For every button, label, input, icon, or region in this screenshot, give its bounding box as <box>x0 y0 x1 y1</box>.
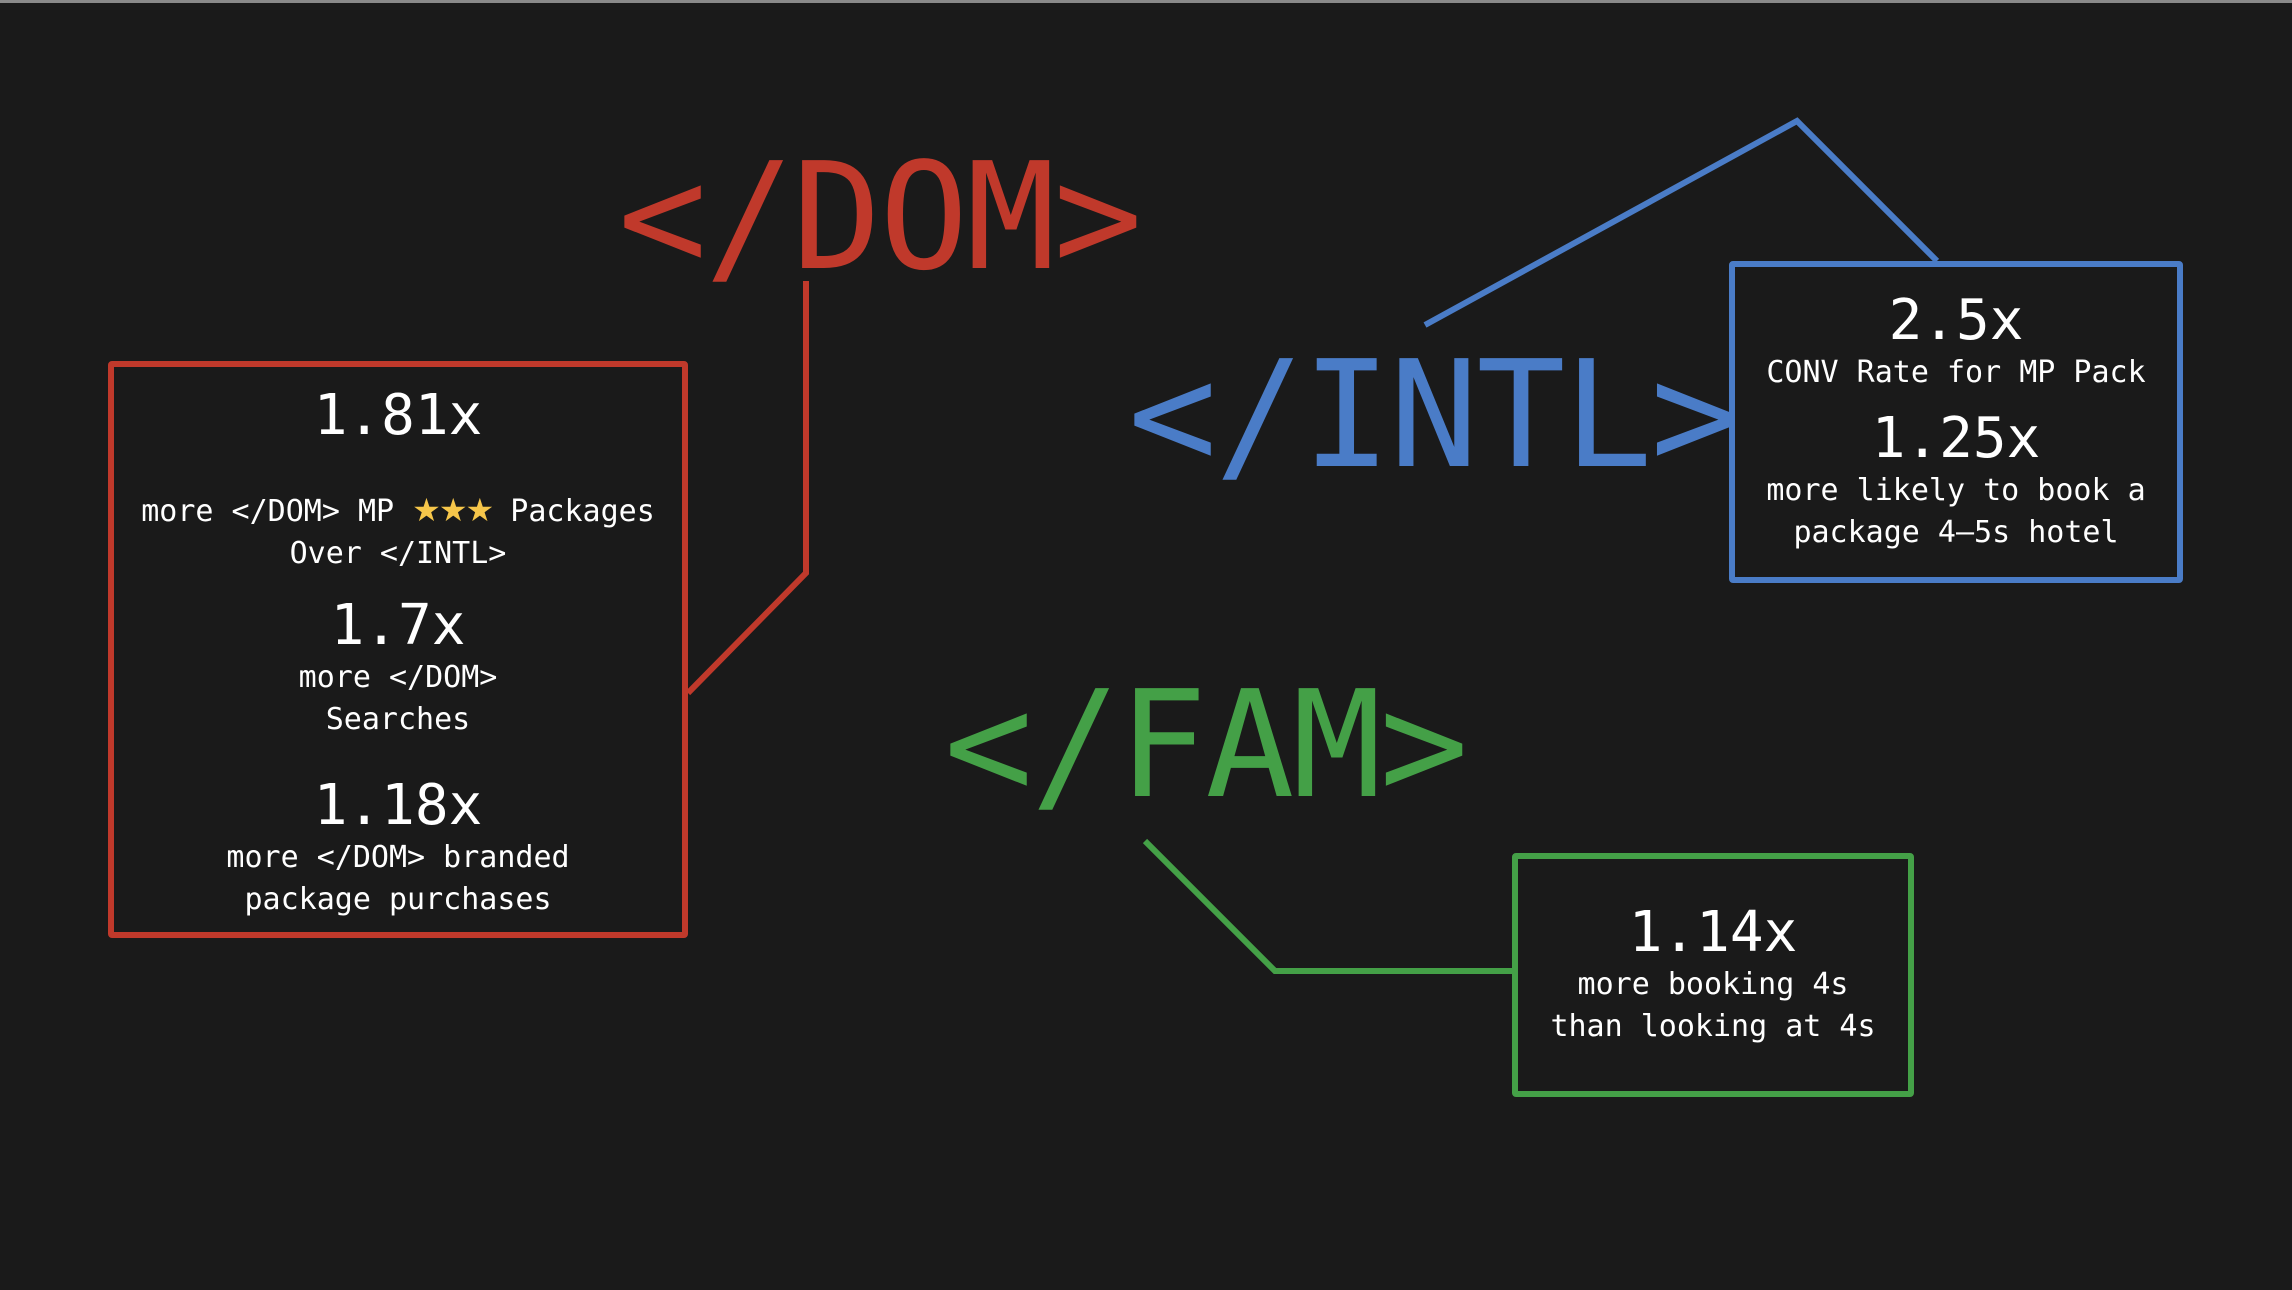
stat-value: 1.18x <box>313 772 483 838</box>
stat-description: more </DOM> Searches <box>298 659 498 737</box>
dom-stat-3: 1.18x more </DOM> branded package purcha… <box>226 772 570 921</box>
stat-description: Over </INTL> <box>289 535 507 571</box>
connector-lines <box>685 117 1940 974</box>
dom-heading: </DOM> <box>618 131 1143 303</box>
stat-value: 1.25x <box>1871 406 2041 471</box>
stat-description: more booking 4s than looking at 4s <box>1550 967 1876 1044</box>
stat-description: more </DOM> MP ★★★ Packages <box>141 447 655 533</box>
stat-description-text: more </DOM> MP <box>141 493 413 529</box>
fam-heading: </FAM> <box>944 659 1469 831</box>
fam-stat-1: 1.14x more booking 4s than looking at 4s <box>1550 902 1875 1048</box>
dom-stats-box: 1.81x more </DOM> MP ★★★ Packages Over <… <box>108 361 688 938</box>
stat-value: 1.81x <box>313 382 483 448</box>
stat-value: 1.7x <box>330 592 466 658</box>
dom-stat-1: 1.81x more </DOM> MP ★★★ Packages Over <… <box>141 382 655 575</box>
stat-value: 1.14x <box>1628 900 1798 965</box>
fam-stats-box: 1.14x more booking 4s than looking at 4s <box>1512 853 1914 1097</box>
fam-connector-line <box>1142 838 1515 974</box>
stat-description: more </DOM> branded package purchases <box>226 839 570 917</box>
stat-value: 2.5x <box>1888 288 2024 353</box>
dom-connector-line <box>685 281 809 696</box>
three-stars-icon: ★★★ <box>412 490 494 529</box>
stat-description: more likely to book a package 4–5s hotel <box>1766 473 2146 550</box>
dom-stat-2: 1.7x more </DOM> Searches <box>298 592 498 741</box>
intl-stat-1: 2.5x CONV Rate for MP Pack <box>1766 290 2145 394</box>
intl-connector-line <box>1423 117 1940 328</box>
intl-stat-2: 1.25x more likely to book a package 4–5s… <box>1766 408 2145 554</box>
intl-stats-box: 2.5x CONV Rate for MP Pack 1.25x more li… <box>1729 261 2183 583</box>
stat-description-text: Packages <box>492 493 655 529</box>
stat-description: CONV Rate for MP Pack <box>1766 355 2146 390</box>
intl-heading: </INTL> <box>1128 329 1740 501</box>
